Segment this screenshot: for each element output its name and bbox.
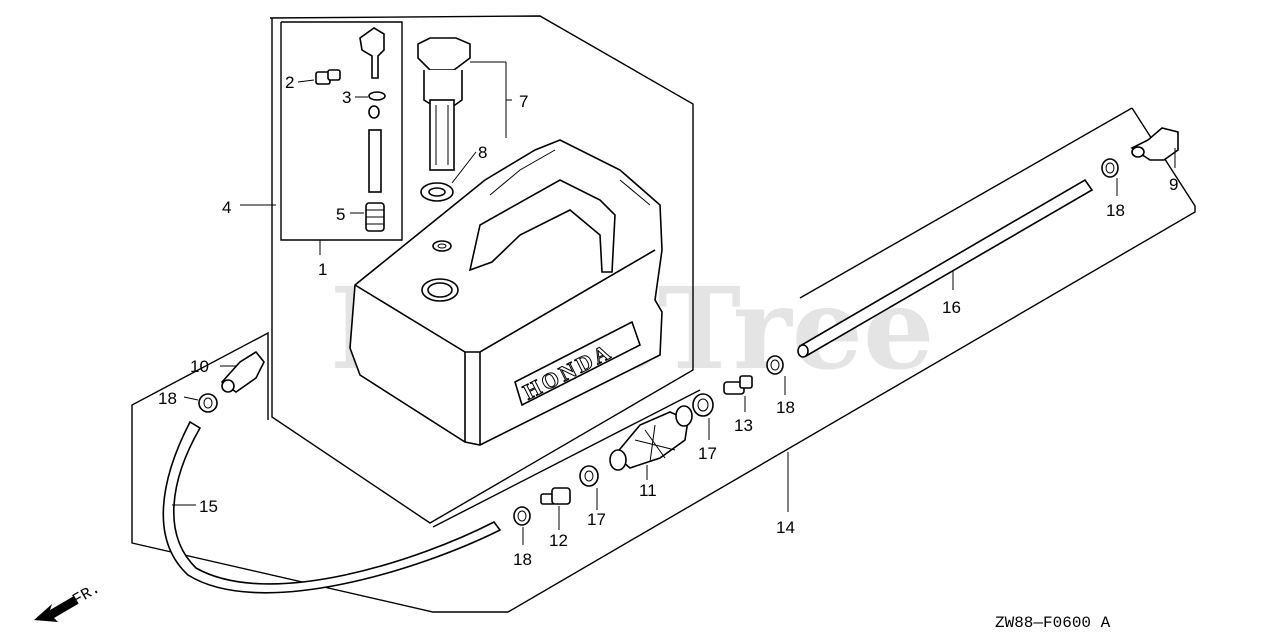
- air-vent-valve: [359, 27, 385, 79]
- callout-18-a: 18: [1106, 201, 1125, 220]
- callout-16: 16: [942, 298, 961, 317]
- fuel-tube-long: [797, 178, 1094, 358]
- callout-10: 10: [190, 357, 209, 376]
- callout-4: 4: [222, 198, 231, 217]
- group-outline-gauge: [280, 21, 403, 241]
- group-outline-hose-assembly: [131, 107, 1196, 613]
- leader-lines: [172, 61, 1176, 545]
- fuel-tube-curved: [162, 420, 502, 594]
- drawing-code: ZW88—F0600 A: [995, 614, 1111, 632]
- clamp-17-a: [692, 393, 714, 417]
- clip-18-a: [1101, 158, 1119, 178]
- fuel-tank: [349, 139, 663, 446]
- clip-18-b: [766, 355, 784, 375]
- callout-2: 2: [285, 73, 294, 92]
- fuel-gauge: [417, 37, 471, 171]
- callout-15: 15: [199, 497, 218, 516]
- primer-bulb: [609, 405, 693, 471]
- connector-10: [220, 350, 265, 393]
- group-outline-tank: [269, 15, 694, 524]
- callout-9: 9: [1169, 175, 1178, 194]
- callout-11: 11: [639, 481, 657, 500]
- callout-13: 13: [734, 416, 753, 435]
- joint-12: [540, 487, 571, 505]
- clamp-17-b: [579, 465, 599, 487]
- gauge-packing: [420, 182, 454, 202]
- clip-18-d: [198, 393, 218, 413]
- callout-12: 12: [549, 531, 568, 550]
- callout-7: 7: [519, 92, 528, 111]
- clip-18-c: [513, 506, 531, 526]
- strainer-part-5: [365, 202, 385, 232]
- filler-neck: [421, 240, 459, 302]
- joint-part-2: [315, 69, 341, 85]
- callout-18-d: 18: [158, 389, 177, 408]
- callout-18-b: 18: [776, 398, 795, 417]
- callout-18-c: 18: [513, 550, 532, 569]
- washer-part-3: [368, 91, 386, 119]
- callout-1: 1: [318, 260, 327, 279]
- callout-14: 14: [776, 518, 795, 537]
- joint-13: [723, 375, 753, 395]
- callout-8: 8: [478, 143, 487, 162]
- tank-joint-connector: [1130, 127, 1179, 161]
- callout-5: 5: [336, 205, 345, 224]
- callout-3: 3: [342, 88, 351, 107]
- front-arrow-icon: [34, 596, 78, 622]
- callout-17-a: 17: [698, 444, 717, 463]
- callout-17-b: 17: [587, 510, 606, 529]
- suction-pipe: [368, 129, 382, 193]
